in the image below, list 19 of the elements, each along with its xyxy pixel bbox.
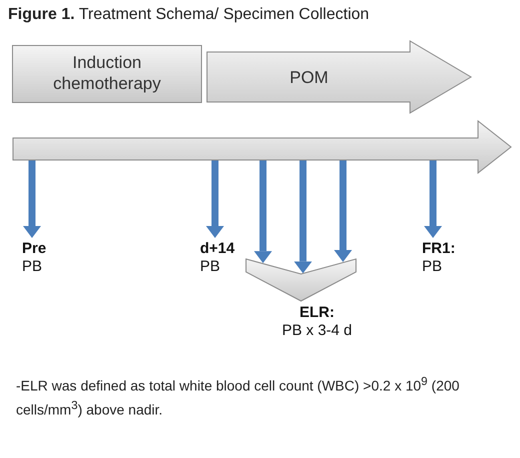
arrow bbox=[23, 160, 41, 238]
phase-label: POM bbox=[288, 67, 330, 88]
arrow bbox=[424, 160, 442, 238]
sample-label: PB bbox=[422, 258, 444, 276]
phase-box bbox=[12, 45, 202, 103]
sample-label: PB bbox=[200, 258, 222, 276]
footnote: -ELR was defined as total white blood cell count (WBC) >0.2 x 10$^{9}$ (200 cells/mm$^{3}$) above nadir. bbox=[16, 374, 460, 420]
timepoint-label: FR1: bbox=[422, 240, 456, 258]
figure-title: Figure 1. Treatment Schema/ Specimen Collection bbox=[8, 6, 370, 24]
arrow bbox=[294, 160, 312, 274]
timepoint-label: ELR: bbox=[298, 304, 336, 322]
arrow bbox=[334, 160, 352, 262]
arrow bbox=[206, 160, 224, 238]
arrow bbox=[254, 160, 272, 264]
timepoint-label: d+14 bbox=[200, 240, 236, 258]
sample-label: PB bbox=[22, 258, 44, 276]
sample-label: PB x 3-4 d bbox=[280, 322, 354, 340]
phase-label: Induction chemotherapy bbox=[52, 52, 162, 94]
timepoint-label: Pre bbox=[22, 240, 48, 258]
